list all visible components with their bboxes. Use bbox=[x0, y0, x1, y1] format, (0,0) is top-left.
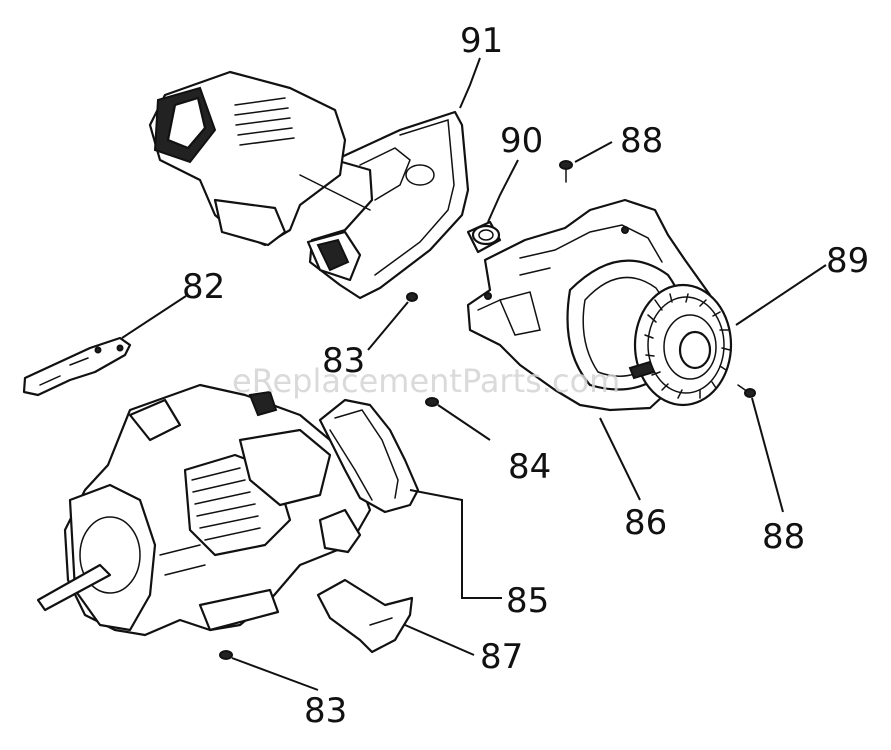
cylinder-fins-upper bbox=[234, 97, 295, 146]
callout-88-top: 88 bbox=[620, 121, 663, 161]
callout-87: 87 bbox=[480, 637, 523, 677]
part-83-screw-lower bbox=[219, 650, 233, 660]
leader-88-right bbox=[751, 397, 784, 513]
callout-labels: 91 90 88 89 82 83 84 86 88 85 87 83 bbox=[182, 21, 869, 731]
callout-88-right: 88 bbox=[762, 517, 805, 557]
leader-91 bbox=[459, 57, 481, 109]
callout-83-upper: 83 bbox=[322, 341, 365, 381]
leader-84 bbox=[437, 404, 491, 441]
callout-89: 89 bbox=[826, 241, 869, 281]
callout-91: 91 bbox=[460, 21, 503, 61]
leader-88-top bbox=[574, 141, 613, 163]
leader-lines bbox=[121, 57, 827, 691]
part-91-engine-shroud-assembly bbox=[148, 70, 470, 300]
callout-86: 86 bbox=[624, 503, 667, 543]
leader-85 bbox=[409, 489, 502, 599]
part-82-bracket bbox=[22, 336, 132, 397]
leader-82 bbox=[121, 295, 187, 339]
leader-83-lower bbox=[231, 657, 319, 691]
callout-90: 90 bbox=[500, 121, 543, 161]
part-84-screw bbox=[425, 397, 439, 407]
part-83-screw-upper bbox=[406, 292, 418, 302]
watermark-text: eReplacementParts.com bbox=[232, 362, 620, 400]
part-88-screw-right bbox=[737, 384, 756, 398]
part-85-cover bbox=[318, 398, 420, 514]
part-89-recoil-starter bbox=[628, 283, 733, 407]
leader-83-upper bbox=[367, 301, 409, 351]
callout-85: 85 bbox=[506, 581, 549, 621]
leader-89 bbox=[735, 264, 827, 326]
leader-86 bbox=[599, 417, 641, 501]
part-87-baffle bbox=[316, 578, 414, 654]
callout-84: 84 bbox=[508, 447, 551, 487]
leader-87 bbox=[404, 624, 475, 656]
callout-82: 82 bbox=[182, 267, 225, 307]
part-90-bushing bbox=[466, 220, 502, 254]
leader-90 bbox=[487, 159, 519, 223]
engine-crankcase-lower bbox=[36, 383, 372, 637]
callout-83-lower: 83 bbox=[304, 691, 347, 731]
